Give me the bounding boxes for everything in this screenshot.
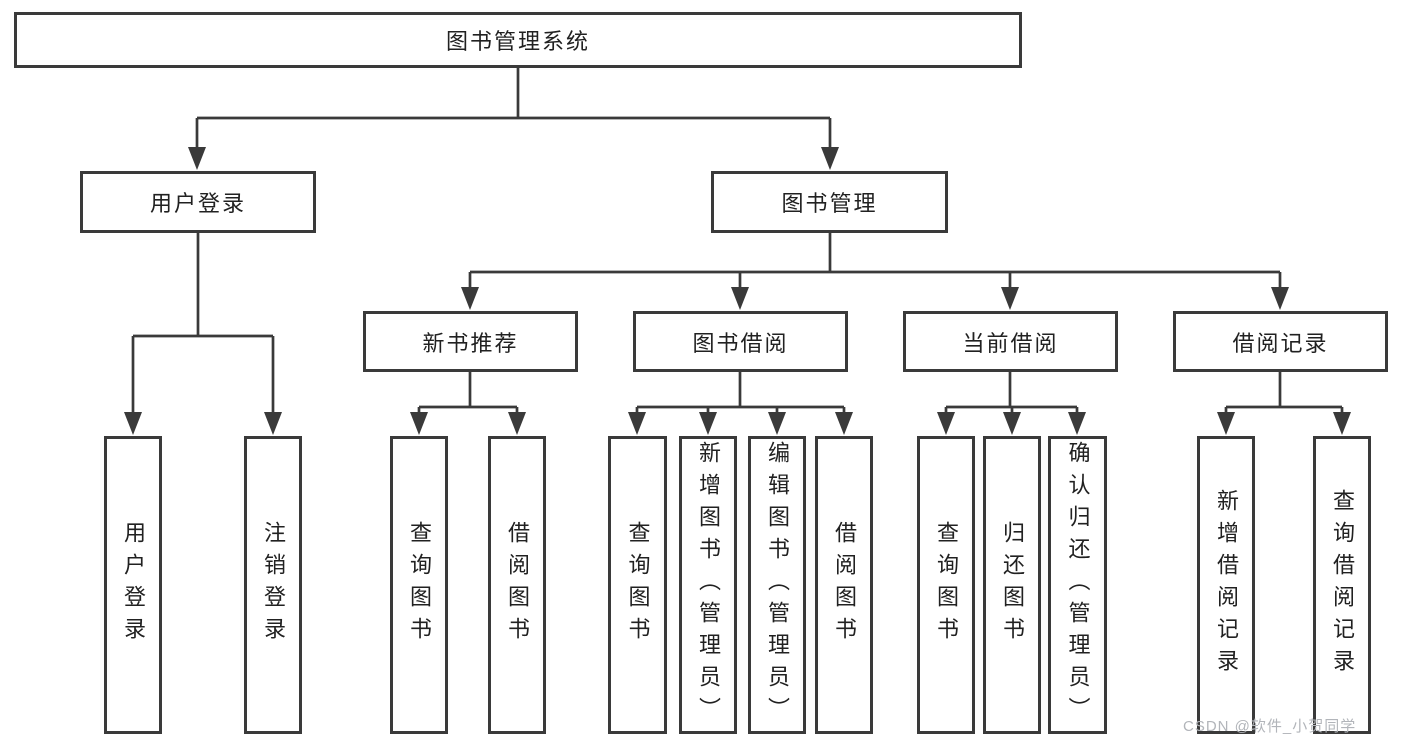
csdn-watermark: CSDN @软件_小贺同学 — [1183, 718, 1357, 735]
leaf-confirm-return-admin-label: 确认归还（管理员） — [1065, 441, 1091, 729]
node-book-borrow: 图书借阅 — [633, 311, 848, 372]
leaf-query-borrow-record-label: 查询借阅记录 — [1330, 489, 1355, 681]
leaf-add-book-admin: 新增图书（管理员） — [679, 436, 737, 734]
leaf-logout-label: 注销登录 — [261, 521, 286, 649]
node-new-book-recommend: 新书推荐 — [363, 311, 578, 372]
leaf-newbook-borrow-label: 借阅图书 — [505, 521, 530, 649]
leaf-user-login: 用户登录 — [104, 436, 162, 734]
leaf-query-borrow-record: 查询借阅记录 — [1313, 436, 1371, 734]
leaf-return-book-label: 归还图书 — [1000, 521, 1025, 649]
node-borrow-record: 借阅记录 — [1173, 311, 1388, 372]
leaf-add-book-admin-label: 新增图书（管理员） — [696, 441, 721, 729]
leaf-current-query-book-label: 查询图书 — [934, 521, 959, 649]
node-user-login-module: 用户登录 — [80, 171, 316, 233]
leaf-add-borrow-record-label: 新增借阅记录 — [1214, 489, 1239, 681]
node-book-borrow-label: 图书借阅 — [692, 330, 789, 356]
node-new-book-recommend-label: 新书推荐 — [422, 330, 519, 356]
leaf-newbook-borrow: 借阅图书 — [488, 436, 546, 734]
leaf-confirm-return-admin: 确认归还（管理员） — [1048, 436, 1107, 734]
connector-paths — [131, 68, 1344, 416]
leaf-logout: 注销登录 — [244, 436, 302, 734]
leaf-borrow-book-label: 借阅图书 — [832, 521, 857, 649]
leaf-add-borrow-record: 新增借阅记录 — [1197, 436, 1255, 734]
leaf-user-login-label: 用户登录 — [121, 521, 146, 649]
node-current-borrow: 当前借阅 — [903, 311, 1118, 372]
leaf-newbook-query-label: 查询图书 — [407, 521, 432, 649]
node-current-borrow-label: 当前借阅 — [962, 330, 1059, 356]
node-book-management-module: 图书管理 — [711, 171, 948, 233]
leaf-return-book: 归还图书 — [983, 436, 1041, 734]
leaf-current-query-book: 查询图书 — [917, 436, 975, 734]
leaf-edit-book-admin-label: 编辑图书（管理员） — [765, 441, 790, 729]
node-user-login-module-label: 用户登录 — [149, 191, 246, 216]
node-book-management-module-label: 图书管理 — [781, 191, 878, 216]
node-borrow-record-label: 借阅记录 — [1232, 330, 1329, 356]
leaf-borrow-query-book-label: 查询图书 — [625, 521, 651, 649]
node-root: 图书管理系统 — [14, 12, 1022, 68]
leaf-newbook-query: 查询图书 — [390, 436, 448, 734]
leaf-borrow-query-book: 查询图书 — [608, 436, 667, 734]
leaf-borrow-book: 借阅图书 — [815, 436, 873, 734]
leaf-edit-book-admin: 编辑图书（管理员） — [748, 436, 806, 734]
arrowheads — [124, 147, 1351, 435]
node-root-label: 图书管理系统 — [445, 29, 590, 54]
